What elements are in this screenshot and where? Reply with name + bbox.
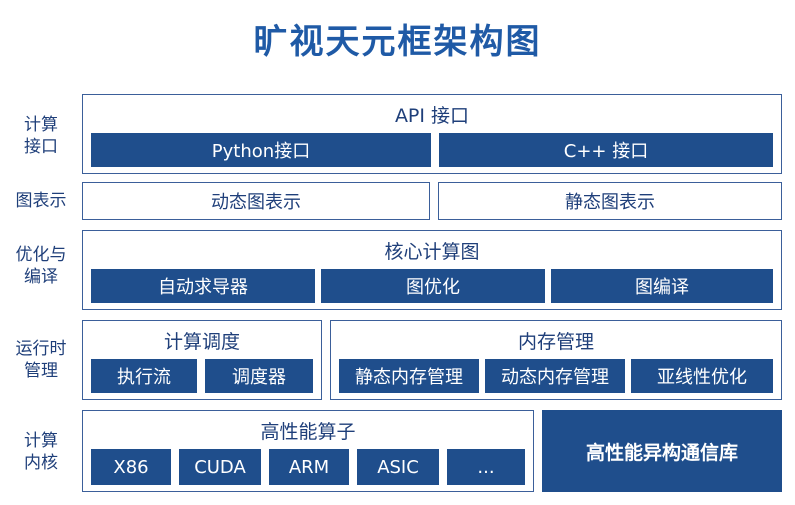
more-block: ... xyxy=(447,449,525,485)
comm-library-block: 高性能异构通信库 xyxy=(542,410,782,492)
side-label-runtime: 运行时 管理 xyxy=(6,338,76,382)
graph-compile-block: 图编译 xyxy=(551,269,773,303)
side-label-optimize-text: 优化与 编译 xyxy=(15,245,67,287)
side-label-api: 计算 接口 xyxy=(6,114,76,158)
memory-panel: 内存管理 静态内存管理 动态内存管理 亚线性优化 xyxy=(330,320,782,400)
side-label-api-text: 计算 接口 xyxy=(24,115,58,157)
operators-header: 高性能算子 xyxy=(260,421,356,443)
static-graph-panel: 静态图表示 xyxy=(438,182,782,220)
memory-header: 内存管理 xyxy=(517,331,594,353)
dynamic-graph-label: 动态图表示 xyxy=(211,192,301,213)
cuda-block: CUDA xyxy=(179,449,261,485)
core-graph-panel: 核心计算图 自动求导器 图优化 图编译 xyxy=(82,230,782,310)
dynamic-graph-panel: 动态图表示 xyxy=(82,182,430,220)
python-interface-block: Python接口 xyxy=(91,133,431,167)
side-label-runtime-text: 运行时 管理 xyxy=(15,339,67,381)
side-label-graph: 图表示 xyxy=(15,191,67,211)
side-label-optimize: 优化与 编译 xyxy=(6,244,76,288)
arm-block: ARM xyxy=(269,449,349,485)
scheduling-panel: 计算调度 执行流 调度器 xyxy=(82,320,322,400)
side-label-kernel: 计算 内核 xyxy=(6,430,76,474)
scheduler-block: 调度器 xyxy=(205,359,313,393)
dynamic-memory-block: 动态内存管理 xyxy=(485,359,625,393)
api-header: API 接口 xyxy=(394,105,470,127)
side-label-kernel-text: 计算 内核 xyxy=(24,431,58,473)
sublinear-opt-block: 亚线性优化 xyxy=(631,359,773,393)
api-panel: API 接口 Python接口 C++ 接口 xyxy=(82,94,782,174)
cpp-interface-block: C++ 接口 xyxy=(439,133,773,167)
x86-block: X86 xyxy=(91,449,171,485)
core-graph-header: 核心计算图 xyxy=(384,241,480,263)
exec-stream-block: 执行流 xyxy=(91,359,197,393)
graph-optimize-block: 图优化 xyxy=(321,269,545,303)
scheduling-header: 计算调度 xyxy=(163,331,240,353)
operators-panel: 高性能算子 X86 CUDA ARM ASIC ... xyxy=(82,410,534,492)
diagram-title: 旷视天元框架构图 xyxy=(253,22,542,62)
asic-block: ASIC xyxy=(357,449,439,485)
static-memory-block: 静态内存管理 xyxy=(339,359,479,393)
autodiff-block: 自动求导器 xyxy=(91,269,315,303)
static-graph-label: 静态图表示 xyxy=(565,192,655,213)
